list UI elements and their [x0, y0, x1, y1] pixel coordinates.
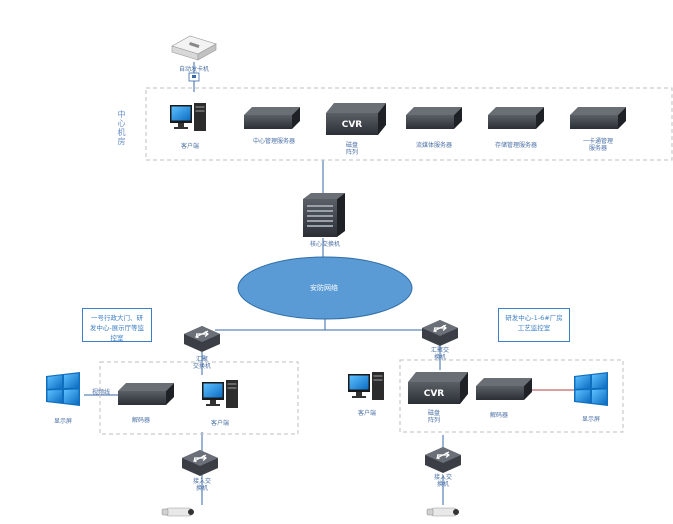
right-decoder-label: 解码器	[489, 412, 508, 419]
right-site-zone	[399, 359, 624, 433]
right-client-pc-label: 客户端	[357, 410, 376, 417]
left-switch-label: 汇聚 交换机	[192, 356, 211, 370]
left-video-link-label: 视频线	[91, 389, 110, 396]
right-aggregation-switch-icon	[421, 319, 459, 347]
right-tvwall-label: 显示屏	[581, 416, 600, 423]
right-switch-label: 汇聚交 换机	[430, 347, 449, 361]
connection-lines	[84, 62, 444, 505]
right-cvr-storage-label: 磁盘 阵列	[427, 410, 440, 424]
left-client-pc-label: 客户端	[210, 420, 229, 427]
security-network-label: 安防网络	[310, 284, 338, 292]
storage-mgmt-server-icon	[488, 107, 544, 129]
left-aggregation-switch-icon	[183, 325, 221, 353]
core-switch-icon	[303, 193, 345, 237]
right-decoder-icon	[476, 378, 532, 400]
cascade-server-label: 一卡通管理 服务器	[582, 138, 613, 152]
cascade-server-icon	[570, 107, 626, 129]
left-client-pc-icon	[202, 380, 238, 408]
right-access-switch-icon	[424, 446, 462, 474]
right-site-note: 研发中心-1-6#厂房工艺监控室	[498, 308, 570, 342]
center-mgmt-server-label: 中心管理服务器	[252, 138, 295, 145]
center-room-zone-label: 中心机房	[117, 110, 126, 146]
left-access-switch-icon	[181, 449, 219, 477]
left-decoder-label: 解码器	[131, 417, 150, 424]
right-cvr-label: CVR	[424, 389, 445, 399]
usb-connector-icon	[188, 72, 200, 82]
right-access-switch-label: 接入交 换机	[433, 474, 452, 488]
cvr-label: CVR	[342, 120, 363, 130]
client-pc-icon	[170, 103, 206, 131]
card-reader-icon	[171, 35, 217, 61]
cvr-storage-icon: CVR	[326, 103, 386, 135]
left-site-note: 一号行政大门、研发中心-展示厅等监控室	[82, 308, 152, 342]
storage-mgmt-server-label: 存储管理服务器	[494, 142, 537, 149]
security-network-cloud	[237, 256, 413, 320]
right-cvr-storage-icon: CVR	[408, 372, 468, 404]
left-tvwall-label: 显示屏	[53, 418, 72, 425]
left-decoder-icon	[118, 383, 174, 405]
left-tvwall-icon	[46, 372, 80, 406]
left-camera-icon	[161, 507, 195, 517]
stream-server-icon	[406, 107, 462, 129]
core-switch-label: 核心交换机	[309, 241, 340, 248]
client-pc-label: 客户端	[180, 143, 199, 150]
left-site-zone	[99, 361, 299, 435]
right-camera-icon	[426, 507, 460, 517]
left-access-switch-label: 接入交 换机	[192, 478, 211, 492]
center-room-zone	[145, 87, 673, 161]
cvr-storage-label: 磁盘 阵列	[345, 142, 358, 156]
right-tvwall-icon	[574, 372, 608, 406]
card-reader-label: 自动发卡机	[178, 66, 209, 73]
center-mgmt-server-icon	[244, 107, 300, 129]
right-client-pc-icon	[348, 372, 384, 400]
stream-server-label: 流媒体服务器	[415, 142, 452, 149]
